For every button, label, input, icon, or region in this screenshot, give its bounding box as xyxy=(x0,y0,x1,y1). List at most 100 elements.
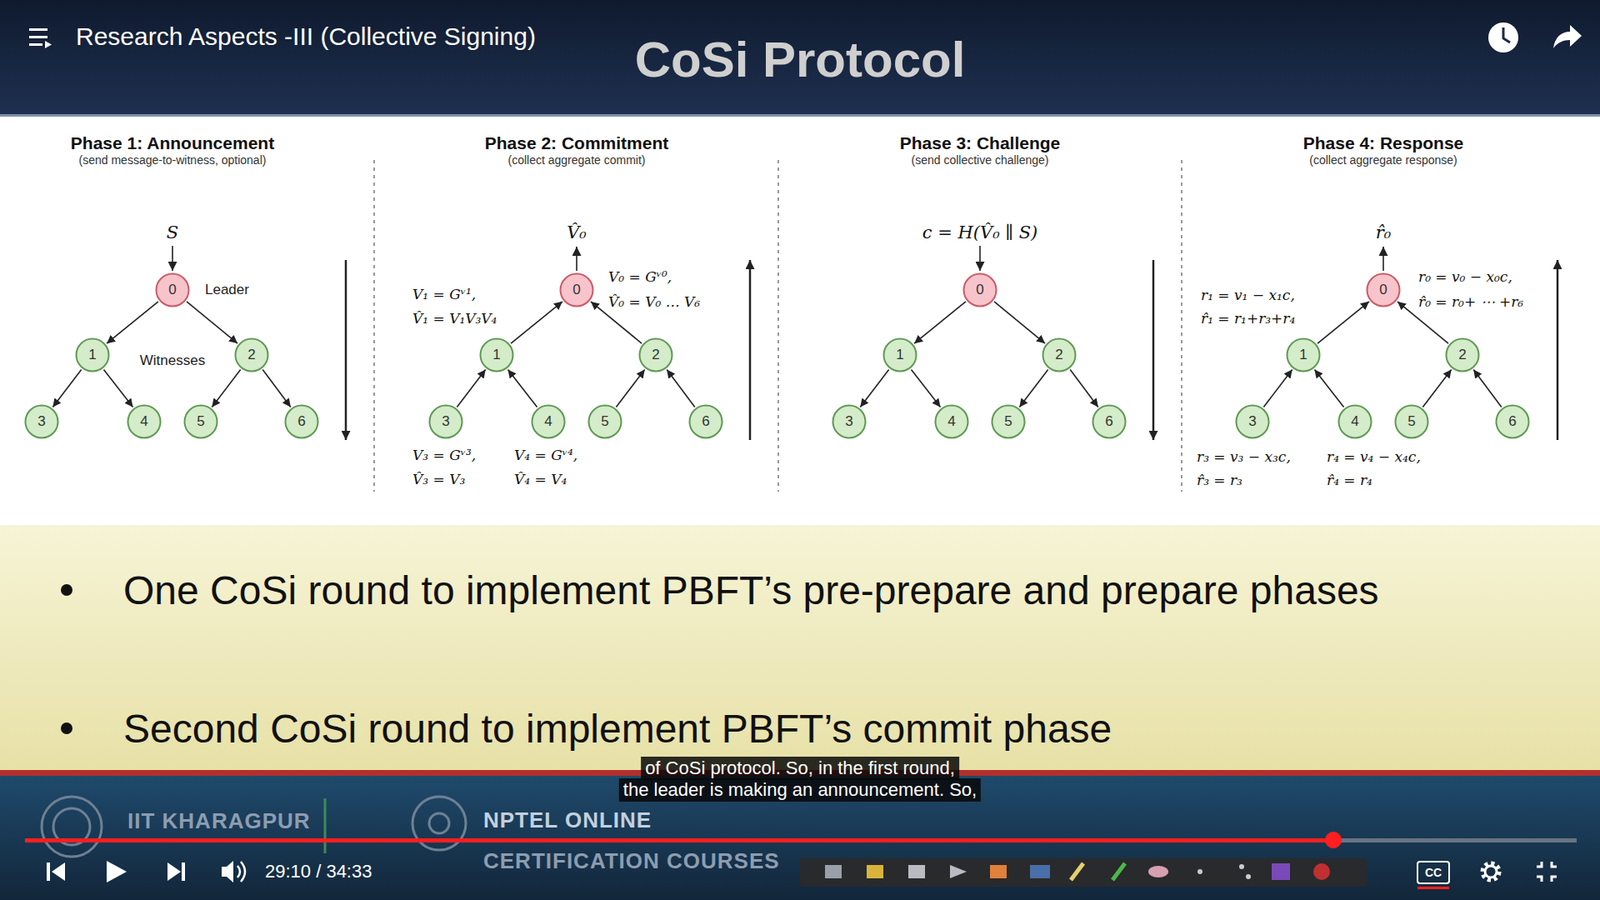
witness-node: 4 xyxy=(126,404,162,440)
tree-link xyxy=(615,369,645,407)
node-number: 4 xyxy=(544,413,552,430)
node-number: 5 xyxy=(600,413,609,430)
node-number: 5 xyxy=(196,413,205,430)
time-display: 29:10 / 34:33 xyxy=(265,860,372,883)
clock-icon xyxy=(1488,22,1519,53)
tree-link xyxy=(1070,370,1099,408)
tree-link xyxy=(994,301,1045,344)
title-bar xyxy=(0,0,1600,115)
tree-link xyxy=(262,370,291,408)
challenge-formula: c = H(V̂₀ ∥ S) xyxy=(922,222,1038,243)
node-number: 2 xyxy=(1458,346,1466,364)
witness-node: 6 xyxy=(1495,404,1530,440)
witness-node: 2 xyxy=(234,337,270,373)
phase-subtitle: (collect aggregate response) xyxy=(1303,153,1465,167)
witness-node: 3 xyxy=(24,404,60,440)
node-number: 6 xyxy=(297,413,305,430)
cc-button xyxy=(1417,861,1450,890)
tree-link xyxy=(914,301,966,344)
phase-heading: Phase 1: Announcement(send message-to-wi… xyxy=(70,133,275,167)
node-number: 6 xyxy=(1508,413,1516,430)
phase-subtitle: (collect aggregate commit) xyxy=(485,153,670,167)
title-rule xyxy=(0,114,1600,117)
witness-node: 1 xyxy=(479,337,515,373)
tree-link xyxy=(507,369,537,407)
node-number: 2 xyxy=(651,346,660,364)
logo-emblem xyxy=(41,796,466,857)
institute-name: IIT KHARAGPUR xyxy=(127,808,311,835)
witness-node: 5 xyxy=(587,404,623,440)
phase-heading: Phase 3: Challenge(send collective chall… xyxy=(900,133,1061,167)
equation: r₄ = v₄ − x₄c, xyxy=(1326,448,1421,465)
node-number: 4 xyxy=(1350,413,1359,430)
equation: V₁ = Gᵛ¹, xyxy=(412,285,476,303)
node-number: 3 xyxy=(441,413,450,430)
phase-subtitle: (send message-to-witness, optional) xyxy=(70,153,275,167)
phase-heading: Phase 4: Response(collect aggregate resp… xyxy=(1303,133,1465,167)
node-number: 0 xyxy=(975,281,984,299)
slide-title: CoSi Protocol xyxy=(635,30,966,89)
tree-link xyxy=(1317,301,1370,344)
bullet-dot xyxy=(60,584,73,735)
phase-panel: Phase 4: Response(collect aggregate resp… xyxy=(1210,123,1600,515)
node-number: 3 xyxy=(1248,413,1256,430)
witness-node: 6 xyxy=(284,404,320,440)
witness-node: 4 xyxy=(934,404,970,440)
equation: r₃ = v₃ − x₃c, xyxy=(1196,448,1291,465)
tree-link xyxy=(1473,370,1502,408)
tree-link xyxy=(211,369,240,407)
equation: V̂₀ = V₀ … V₆ xyxy=(608,293,700,310)
equation: V₀ = Gᵛ⁰, xyxy=(608,268,672,285)
witness-node: 3 xyxy=(831,404,867,440)
node-number: 1 xyxy=(895,346,904,364)
equation: V₄ = Gᵛ⁴, xyxy=(514,446,578,464)
role-label: Leader xyxy=(205,281,250,299)
tree-link xyxy=(106,301,159,344)
witness-node: 3 xyxy=(1235,404,1270,440)
node-number: 6 xyxy=(1105,413,1113,430)
node-number: 5 xyxy=(1407,413,1415,430)
cc-label: CC xyxy=(1425,865,1442,880)
phase-title: Phase 3: Challenge xyxy=(900,133,1061,154)
phase-heading: Phase 2: Commitment(collect aggregate co… xyxy=(485,133,670,167)
tree-link xyxy=(910,369,940,407)
brand-name: CERTIFICATION COURSES xyxy=(483,848,780,875)
tree-link xyxy=(103,369,133,407)
tree-link xyxy=(1019,369,1048,407)
witness-node: 2 xyxy=(1041,337,1077,373)
annotation-toolbar xyxy=(800,858,1367,887)
tree-link xyxy=(510,301,563,344)
equation: r̂₁ = r₁+r₃+r₄ xyxy=(1200,310,1295,327)
node-number: 2 xyxy=(1055,346,1063,364)
direction-arrow xyxy=(345,260,1558,440)
diagram-ground xyxy=(0,116,1600,525)
phase-subtitle: (send collective challenge) xyxy=(900,153,1061,167)
witness-node: 6 xyxy=(1091,404,1127,440)
tree-link xyxy=(1422,369,1451,407)
node-number: 3 xyxy=(845,413,853,430)
bullet-text: One CoSi round to implement PBFT’s pre-p… xyxy=(123,567,1380,614)
phase-title: Phase 2: Commitment xyxy=(485,133,670,154)
leader-node: 0 xyxy=(962,272,998,308)
node-number: 0 xyxy=(572,281,580,299)
leader-node: 0 xyxy=(155,272,190,308)
bullet-band xyxy=(0,525,1600,775)
menu-icon xyxy=(29,28,52,49)
phase-title: Phase 4: Response xyxy=(1303,133,1465,154)
role-label: Witnesses xyxy=(140,352,205,370)
witness-node: 1 xyxy=(75,337,110,373)
aggregate-symbol: r̂₀ xyxy=(1375,222,1391,243)
equation: r₁ = v₁ − x₁c, xyxy=(1200,286,1295,304)
tree-link xyxy=(666,370,695,408)
equation: r̂₄ = r₄ xyxy=(1326,471,1373,489)
equation: r₀ = v₀ − x₀c, xyxy=(1418,268,1513,285)
phase-panel: Phase 1: Announcement(send message-to-wi… xyxy=(0,123,390,515)
footer-banner xyxy=(0,775,1600,900)
share-icon xyxy=(1553,25,1582,49)
tree-link xyxy=(52,369,81,407)
witness-node: 5 xyxy=(990,404,1026,440)
node-number: 2 xyxy=(247,346,255,364)
player-controls xyxy=(46,860,245,883)
node-number: 6 xyxy=(701,413,710,430)
equation: V̂₄ = V₄ xyxy=(514,470,567,488)
